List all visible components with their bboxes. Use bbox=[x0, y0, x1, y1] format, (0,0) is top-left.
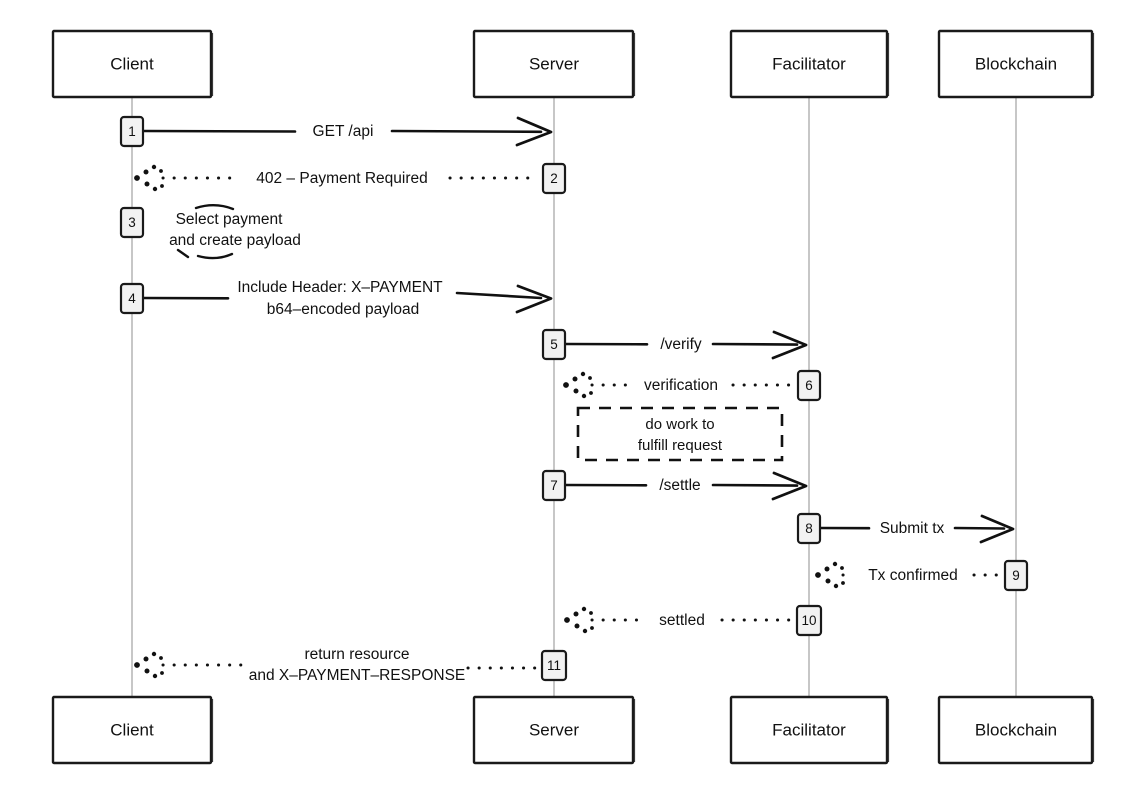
message-9-arrowhead bbox=[815, 561, 845, 589]
step-badge-5[interactable]: 5 bbox=[541, 328, 567, 361]
participant-boxes-top: Client Server Facilitator Blockchain bbox=[51, 29, 1095, 99]
message-5[interactable]: /verify bbox=[564, 330, 808, 360]
step-badge-8-number: 8 bbox=[805, 521, 813, 536]
message-3-label-line1: Select payment bbox=[176, 211, 284, 228]
step-badge-9[interactable]: 9 bbox=[1003, 559, 1029, 592]
participant-box-blockchain-top[interactable] bbox=[937, 29, 1095, 99]
note-do-work-line1: do work to bbox=[645, 416, 714, 433]
participant-label-blockchain-top: Blockchain bbox=[975, 54, 1057, 73]
participant-label-client-bottom: Client bbox=[110, 720, 154, 739]
participant-boxes-bottom: Client Server Facilitator Blockchain bbox=[51, 695, 1095, 765]
participant-label-server-bottom: Server bbox=[529, 720, 579, 739]
message-3-label-line2: and create payload bbox=[169, 232, 301, 249]
participant-label-blockchain-bottom: Blockchain bbox=[975, 720, 1057, 739]
step-badges-group: 1 2 3 4 5 6 bbox=[119, 115, 1029, 682]
participant-box-client-bottom[interactable] bbox=[51, 695, 214, 765]
message-7[interactable]: /settle bbox=[564, 471, 808, 501]
step-badge-2-number: 2 bbox=[550, 171, 558, 186]
step-badge-1-number: 1 bbox=[128, 124, 136, 139]
note-do-work: do work to fulfill request bbox=[576, 406, 784, 462]
message-5-label: /verify bbox=[660, 336, 702, 353]
message-11[interactable]: return resource and X–PAYMENT–RESPONSE bbox=[134, 646, 539, 684]
step-badge-3-number: 3 bbox=[128, 215, 136, 230]
message-11-arrowhead bbox=[134, 651, 164, 679]
step-badge-7-number: 7 bbox=[550, 478, 558, 493]
step-badge-9-number: 9 bbox=[1012, 568, 1020, 583]
participant-box-blockchain-bottom[interactable] bbox=[937, 695, 1095, 765]
message-4-label-line2: b64–encoded payload bbox=[267, 301, 420, 318]
message-9-label: Tx confirmed bbox=[868, 567, 958, 584]
step-badge-4[interactable]: 4 bbox=[119, 282, 145, 315]
step-badge-8[interactable]: 8 bbox=[796, 512, 822, 545]
step-badge-6-number: 6 bbox=[805, 378, 813, 393]
message-10[interactable]: settled bbox=[564, 606, 792, 634]
message-7-label: /settle bbox=[659, 477, 700, 494]
message-8[interactable]: Submit tx bbox=[819, 514, 1015, 544]
step-badge-5-number: 5 bbox=[550, 337, 558, 352]
step-badge-1[interactable]: 1 bbox=[119, 115, 145, 148]
step-badge-10[interactable]: 10 bbox=[795, 604, 823, 637]
message-1-label: GET /api bbox=[313, 123, 374, 140]
message-11-label-line2: and X–PAYMENT–RESPONSE bbox=[249, 667, 466, 684]
message-8-label: Submit tx bbox=[880, 520, 945, 537]
message-10-label: settled bbox=[659, 612, 705, 629]
message-11-label-line1: return resource bbox=[304, 646, 409, 663]
message-4[interactable]: Include Header: X–PAYMENT b64–encoded pa… bbox=[142, 279, 553, 318]
participant-box-server-bottom[interactable] bbox=[472, 695, 636, 765]
message-3[interactable]: Select payment and create payload bbox=[169, 204, 301, 260]
message-1[interactable]: GET /api bbox=[142, 116, 553, 147]
lifelines-group bbox=[131, 97, 1017, 699]
message-3-underline-top bbox=[194, 204, 235, 211]
participant-label-facilitator-bottom: Facilitator bbox=[772, 720, 846, 739]
message-4-label-line1: Include Header: X–PAYMENT bbox=[237, 279, 443, 296]
participant-label-facilitator-top: Facilitator bbox=[772, 54, 846, 73]
participant-label-server-top: Server bbox=[529, 54, 579, 73]
step-badge-3[interactable]: 3 bbox=[119, 206, 145, 239]
message-2-label: 402 – Payment Required bbox=[256, 170, 427, 187]
step-badge-11[interactable]: 11 bbox=[540, 649, 568, 682]
step-badge-6[interactable]: 6 bbox=[796, 369, 822, 402]
participant-box-server-top[interactable] bbox=[472, 29, 636, 99]
step-badge-2[interactable]: 2 bbox=[541, 162, 567, 195]
message-3-tick bbox=[176, 248, 190, 259]
message-9[interactable]: Tx confirmed bbox=[815, 561, 999, 589]
participant-box-facilitator-top[interactable] bbox=[729, 29, 890, 99]
step-badge-4-number: 4 bbox=[128, 291, 136, 306]
message-2-arrowhead bbox=[134, 164, 164, 192]
message-2[interactable]: 402 – Payment Required bbox=[134, 164, 539, 192]
message-6-arrowhead bbox=[563, 371, 593, 399]
step-badge-7[interactable]: 7 bbox=[541, 469, 567, 502]
participant-label-client-top: Client bbox=[110, 54, 154, 73]
note-do-work-line2: fulfill request bbox=[638, 437, 723, 454]
message-6-label: verification bbox=[644, 377, 718, 394]
participant-box-client-top[interactable] bbox=[51, 29, 214, 99]
step-badge-10-number: 10 bbox=[801, 613, 816, 628]
step-badge-11-number: 11 bbox=[547, 658, 561, 673]
message-6[interactable]: verification bbox=[563, 371, 792, 399]
message-10-arrowhead bbox=[564, 606, 594, 634]
participant-box-facilitator-bottom[interactable] bbox=[729, 695, 890, 765]
message-3-underline-bottom bbox=[196, 252, 234, 260]
